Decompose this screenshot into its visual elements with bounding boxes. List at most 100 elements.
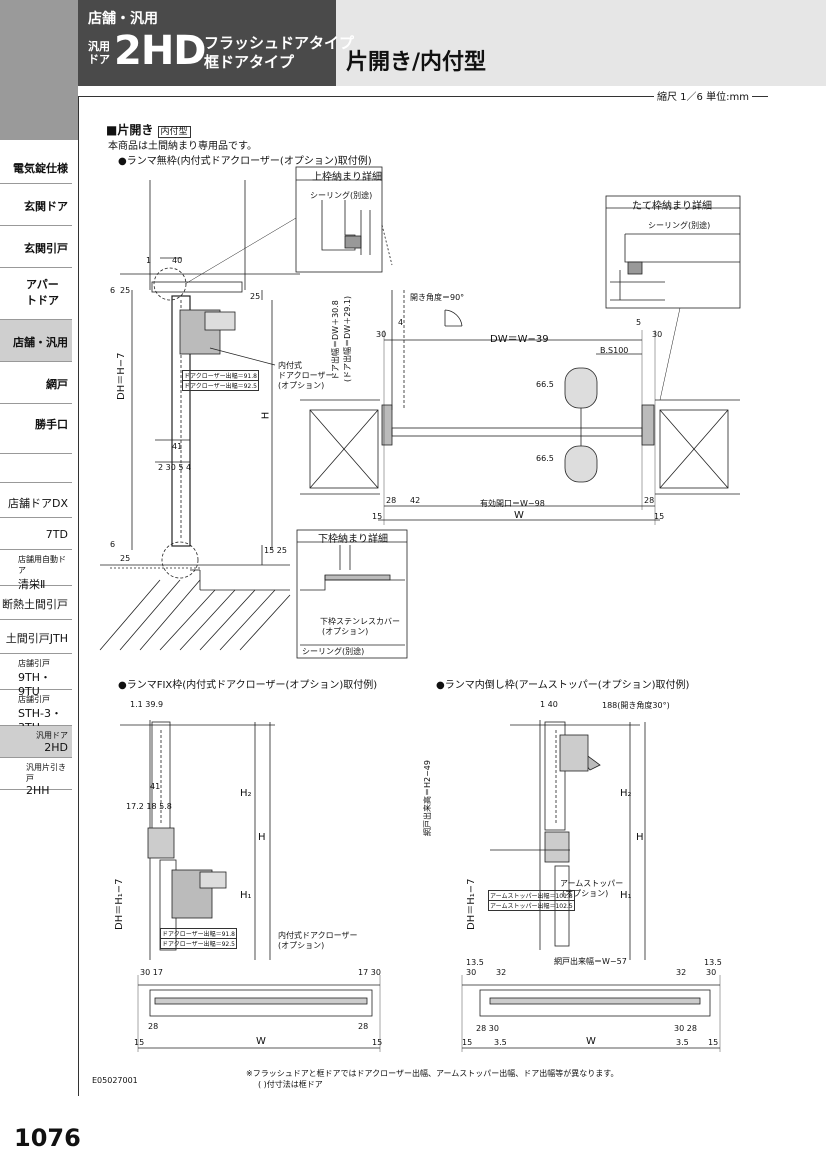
open-angle-30-label: 188(開き角度30°) xyxy=(602,701,670,710)
dim-30: 30 xyxy=(376,330,387,339)
scale-rule xyxy=(78,96,768,97)
dim-15-d: 15 xyxy=(372,1038,383,1047)
open-angle-label: 開き角度＝90° xyxy=(410,293,465,302)
header-tab xyxy=(0,0,78,140)
sidebar-item-insulated-sliding[interactable]: 断熱土間引戸 xyxy=(0,586,72,620)
h1-label-b: H₁ xyxy=(240,890,252,901)
sidebar-item-label: 2HH xyxy=(26,784,50,797)
dim-32b: 32 xyxy=(676,968,687,977)
model-name: 2HD xyxy=(114,28,207,74)
h2-label-c: H₂ xyxy=(620,788,632,799)
door-types: フラッシュドアタイプ 框ドアタイプ xyxy=(204,34,354,72)
sidebar-item-sub: 店舗引戸 xyxy=(18,695,50,704)
sidebar-item-label: 網戸 xyxy=(46,378,68,391)
sidebar: 電気錠仕様 玄関ドア 玄関引戸 アパートドア 店舗・汎用 網戸 勝手口 店舗ドア… xyxy=(0,150,72,797)
section-c-plan xyxy=(461,975,721,1052)
sidebar-item-entrance-sliding[interactable]: 玄関引戸 xyxy=(0,226,72,268)
closer-full-label-b: 内付式ドアクローザー xyxy=(278,931,358,940)
arm-label: アームストッパー xyxy=(560,879,624,888)
detail-side-title: たて枠納まり詳細 xyxy=(632,201,712,212)
dim-28: 28 xyxy=(386,496,397,505)
detail-bottom-title: 下枠納まり詳細 xyxy=(318,534,388,545)
closer-label: 内付式 xyxy=(278,361,302,370)
dim-13-5: 13.5 xyxy=(466,958,484,967)
dim-17-2-18-5-8: 17.2 18 5.8 xyxy=(126,802,172,811)
sidebar-item-label: 店舗・汎用 xyxy=(13,336,68,349)
detail-bottom-sealing: シーリング(別途) xyxy=(302,647,365,656)
section-a-plan xyxy=(300,290,740,525)
sidebar-item-entrance-door[interactable]: 玄関ドア xyxy=(0,184,72,226)
sidebar-item-label: 土間引戸JTH xyxy=(5,632,68,645)
dh-label: DH＝H−7 xyxy=(116,352,127,400)
dim-3-5: 3.5 xyxy=(494,1038,507,1047)
dim-15b: 15 xyxy=(654,512,665,521)
dh1-label-c: DH＝H₁−7 xyxy=(466,878,477,931)
h1-label-c: H₁ xyxy=(620,890,632,901)
sidebar-item-label: 電気錠仕様 xyxy=(13,162,68,175)
dim-5: 5 xyxy=(636,318,642,327)
dim-30-d: 30 xyxy=(706,968,717,977)
sidebar-item-label: 玄関引戸 xyxy=(24,242,68,255)
screen-w-label: 網戸出来幅＝W−57 xyxy=(554,957,627,966)
dim-30-17: 30 17 xyxy=(140,968,163,977)
dim-41: 41 xyxy=(172,442,183,451)
page-title: 片開き/内付型 xyxy=(346,50,487,75)
dim-30b: 30 xyxy=(652,330,663,339)
section-heading: ■片開き 内付型 xyxy=(106,121,191,138)
dim-1: 1 xyxy=(146,256,152,265)
caption-no-transom: ●ランマ無枠(内付式ドアクローザー(オプション)取付例) xyxy=(118,156,372,167)
dim-30-28: 30 28 xyxy=(674,1024,697,1033)
sidebar-item-store-dx[interactable]: 店舗ドアDX xyxy=(0,482,72,518)
h-label-b: H xyxy=(258,832,266,843)
sidebar-item-sub: 店舗用自動ドア xyxy=(18,555,66,575)
dim-42: 42 xyxy=(410,496,421,505)
section-note: 本商品は土間納まり専用品です。 xyxy=(108,141,257,152)
sidebar-item-back-door[interactable]: 勝手口 xyxy=(0,404,72,454)
door-type-flush: フラッシュドアタイプ xyxy=(204,34,355,52)
closer-option-label: (オプション) xyxy=(278,381,325,390)
arm-out-2: アームストッパー出幅＝102.5 xyxy=(488,900,575,911)
closer-out-b2: ドアクローザー出幅＝92.5 xyxy=(160,938,237,949)
caption-inward-transom: ●ランマ内倒し枠(アームストッパー(オプション)取付例) xyxy=(436,680,690,691)
footnote-1: ※フラッシュドアと框ドアではドアクローザー出幅、アームストッパー出幅、ドア出幅等… xyxy=(246,1069,619,1078)
scale-label: 縮尺 1／6 単位:mm xyxy=(654,88,752,103)
sidebar-item-store[interactable]: 店舗・汎用 xyxy=(0,320,72,362)
sidebar-item-apartment-door[interactable]: アパートドア xyxy=(0,268,72,320)
bs-label: B.S100 xyxy=(600,346,629,355)
dim-66-5b: 66.5 xyxy=(536,454,554,463)
sidebar-item-7td[interactable]: 7TD xyxy=(0,518,72,550)
dim-41-b: 41 xyxy=(150,782,161,791)
footnote-2: ( )付寸法は框ドア xyxy=(258,1080,323,1089)
sidebar-item-label: 清栄Ⅱ xyxy=(18,578,46,591)
dim-32: 32 xyxy=(496,968,507,977)
w-label-c: W xyxy=(586,1036,596,1047)
sidebar-item-label: 断熱土間引戸 xyxy=(2,598,68,611)
page-number: 1076 xyxy=(14,1124,81,1152)
sidebar-item-sub: 汎用ドア xyxy=(36,731,68,740)
dim-25: 25 xyxy=(120,286,131,295)
dim-4: 4 xyxy=(398,318,404,327)
closer-option-b: (オプション) xyxy=(278,941,325,950)
dim-1-1-39-9: 1.1 39.9 xyxy=(130,700,164,709)
detail-top-sealing: シーリング(別途) xyxy=(310,191,373,200)
dim-28b: 28 xyxy=(644,496,655,505)
dim-6b: 6 xyxy=(110,540,116,549)
detail-bottom-cover-option: (オプション) xyxy=(322,627,369,636)
section-c-vertical xyxy=(490,720,646,960)
sidebar-item-label: アパートドア xyxy=(26,278,59,307)
sidebar-item-electric-lock[interactable]: 電気錠仕様 xyxy=(0,150,72,184)
sidebar-item-jth[interactable]: 土間引戸JTH xyxy=(0,620,72,654)
header-model-block xyxy=(78,0,336,86)
dim-28-30: 28 30 xyxy=(476,1024,499,1033)
section-a-vertical xyxy=(99,180,300,651)
door-out-label-2: (ドア出幅＝DW＋29.1) xyxy=(343,295,352,382)
closer-label-2: ドアクローザー xyxy=(278,371,334,380)
sidebar-item-seiei[interactable]: 店舗用自動ドア清栄Ⅱ xyxy=(0,550,72,591)
dim-40: 40 xyxy=(172,256,183,265)
sidebar-item-screen[interactable]: 網戸 xyxy=(0,362,72,404)
arm-option-label: (オプション) xyxy=(562,889,609,898)
